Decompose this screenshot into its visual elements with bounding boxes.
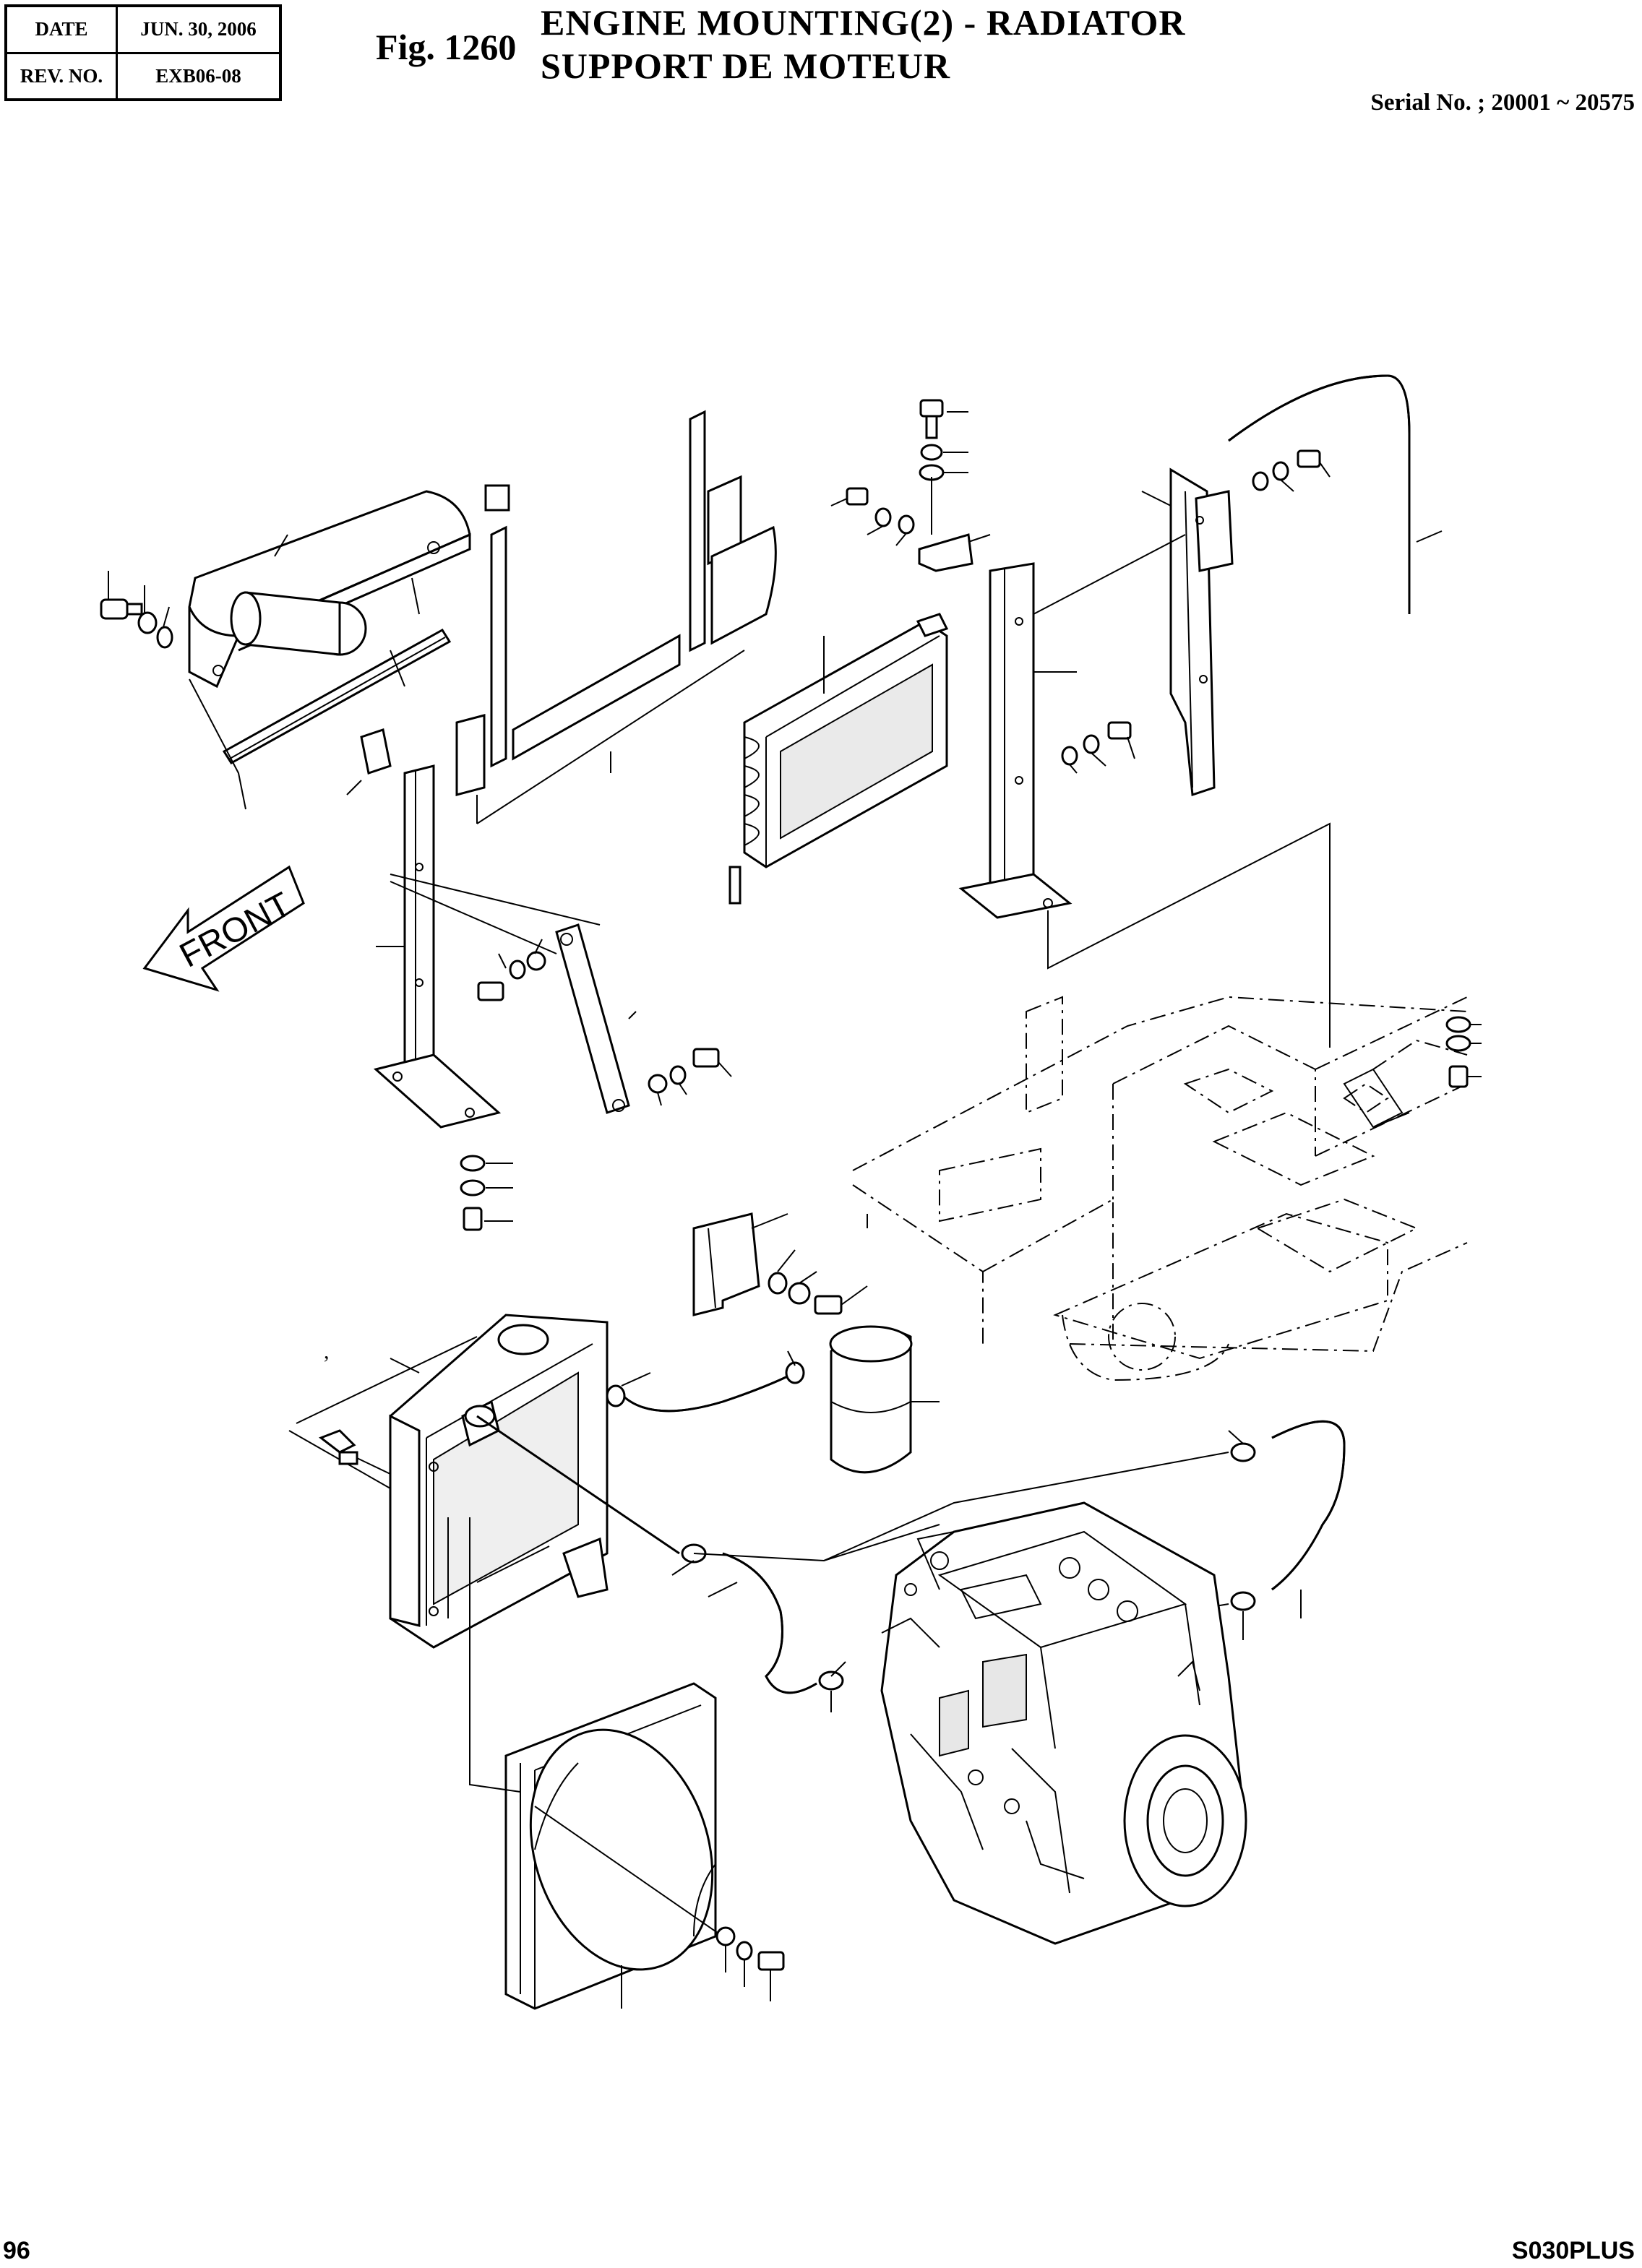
front-direction-arrow: FRONT <box>142 865 305 992</box>
baffle-plates <box>455 410 777 824</box>
wing-bolt <box>318 1429 391 1475</box>
rev-label: REV. NO. <box>4 51 118 101</box>
condenser <box>728 613 949 905</box>
serial-range: Serial No. ; 20001 ~ 20575 <box>1370 90 1635 116</box>
engine <box>880 1501 1247 1945</box>
page-number: 96 <box>3 2237 30 2264</box>
machine-frame-phantom <box>852 822 1482 1381</box>
upper-hose <box>606 1350 805 1413</box>
date-value: JUN. 30, 2006 <box>116 4 282 54</box>
bracket-upper-center <box>830 399 991 572</box>
left-stay-and-strut <box>346 728 732 1231</box>
receiver-drier <box>692 1212 940 1474</box>
rev-value: EXB06-08 <box>116 51 282 101</box>
radiator <box>288 1314 609 1649</box>
revision-table: DATE JUN. 30, 2006 REV. NO. EXB06-08 <box>4 4 282 101</box>
right-panel-and-channel <box>1033 374 1443 797</box>
right-stay <box>958 562 1077 919</box>
stray-mark: , <box>324 1340 330 1363</box>
upper-cover-assembly <box>188 490 471 765</box>
bolt-washer-set-left <box>100 571 246 810</box>
stay-bolts <box>1061 721 1135 774</box>
page-title-en: ENGINE MOUNTING(2) - RADIATOR <box>541 2 1186 43</box>
fan-shroud <box>469 1517 785 2010</box>
lower-hose-assembly <box>476 1415 940 1712</box>
model-name: S030PLUS <box>1511 2237 1635 2264</box>
engine-upper-hose <box>823 1420 1346 1640</box>
page-title-fr: SUPPORT DE MOTEUR <box>541 46 951 86</box>
date-label: DATE <box>4 4 118 54</box>
figure-number: Fig. 1260 <box>376 27 517 67</box>
